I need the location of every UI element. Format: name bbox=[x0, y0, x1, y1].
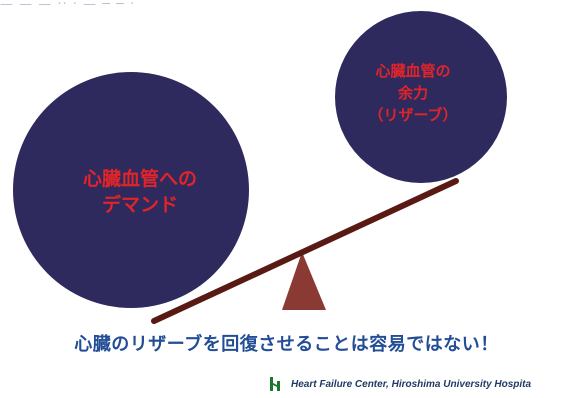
seesaw-beam bbox=[151, 178, 459, 324]
cropped-heading-fragment: — — — ·· · — ─ ─ · bbox=[0, 0, 136, 12]
demand-ball bbox=[13, 72, 249, 308]
demand-label-line: デマンド bbox=[101, 194, 178, 216]
reserve-label-line: 余力 bbox=[397, 84, 428, 102]
reserve-ball bbox=[335, 11, 507, 183]
fulcrum-triangle bbox=[282, 252, 326, 310]
demand-label: 心臓血管への デマンド bbox=[30, 166, 250, 218]
demand-label-line: 心臓血管への bbox=[82, 168, 197, 190]
main-message: 心臓のリザーブを回復させることは容易ではない！ bbox=[74, 334, 499, 355]
hospital-logo-icon bbox=[270, 377, 280, 391]
reserve-label: 心臓血管の 余力 （リザーブ） bbox=[338, 60, 488, 126]
footer-credit: Heart Failure Center, Hiroshima Universi… bbox=[268, 374, 573, 394]
reserve-label-line: （リザーブ） bbox=[368, 106, 458, 124]
reserve-label-line: 心臓血管の bbox=[375, 62, 451, 80]
footer-text: Heart Failure Center, Hiroshima Universi… bbox=[291, 378, 532, 390]
